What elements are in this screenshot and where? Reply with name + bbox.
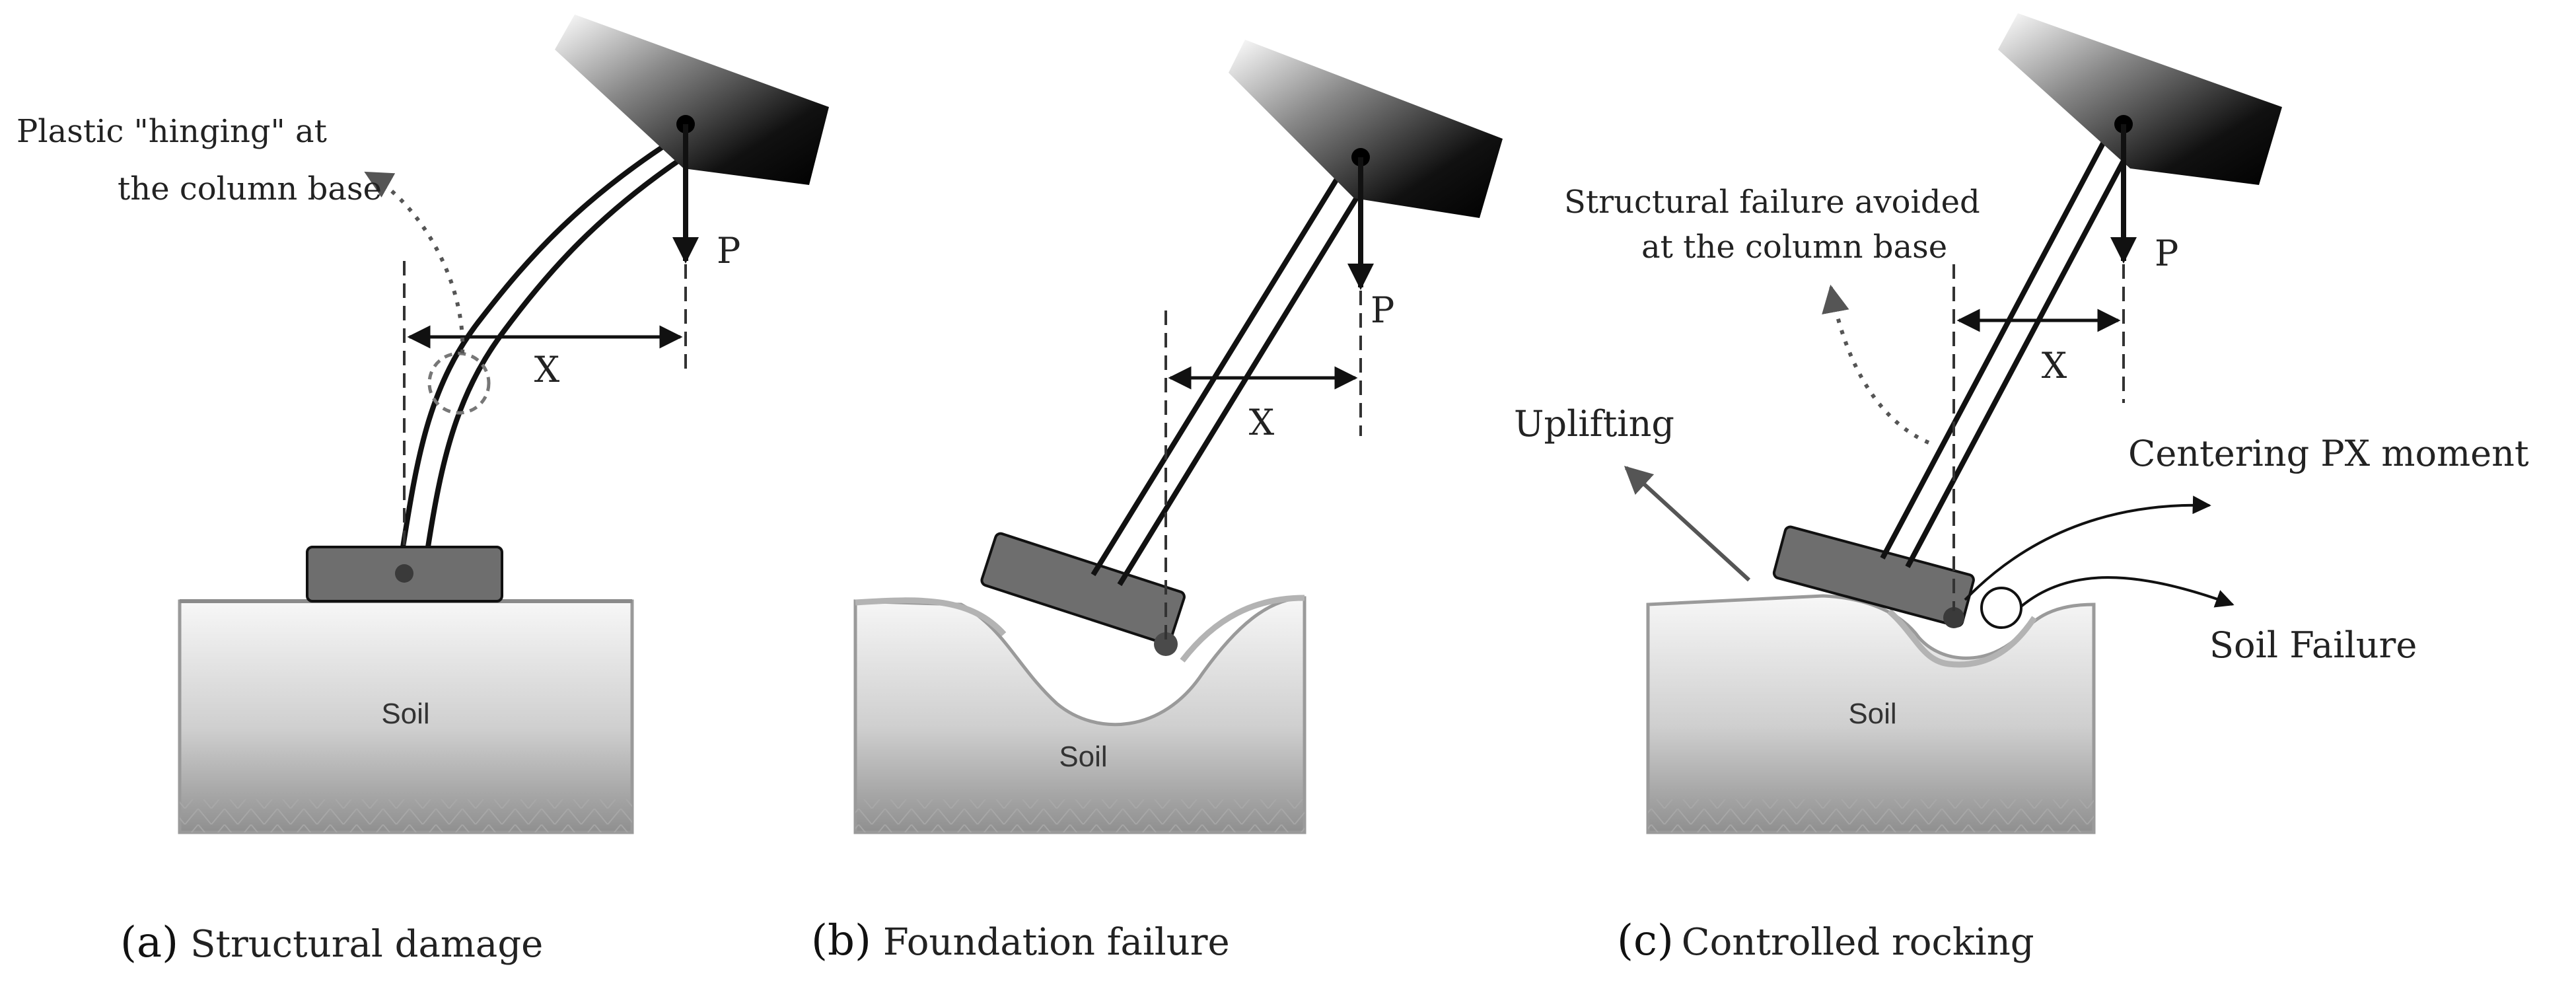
soil-block (178, 599, 634, 834)
centering-moment-arrow (1964, 495, 2211, 601)
soil-label: Soil (1059, 741, 1107, 773)
load-label: P (2155, 233, 2178, 274)
caption-letter: (c) (1617, 916, 1674, 965)
panel-b: Soil P X (b) Foundation failure (811, 40, 1503, 965)
column (1091, 160, 1373, 587)
caption-b: (b) Foundation failure (811, 916, 1230, 965)
deck (1229, 40, 1503, 218)
column (1880, 141, 2131, 568)
panel-a: Soil P X Plastic "hinging" at the column… (17, 15, 829, 967)
centering-moment-label: Centering PX moment (2128, 433, 2529, 474)
avoided-annotation-line2: at the column base (1641, 229, 1947, 266)
caption-a: (a) Structural damage (120, 918, 543, 967)
caption-c: (c) Controlled rocking (1617, 916, 2034, 965)
caption-text: Foundation failure (883, 921, 1230, 964)
footing (1772, 525, 1975, 628)
soil-block (853, 595, 1306, 834)
caption-letter: (a) (120, 918, 178, 967)
deck (555, 15, 829, 185)
plastic-hinge-marker (427, 351, 491, 415)
hinge-annotation-line1: Plastic "hinging" at (17, 113, 327, 150)
caption-text: Controlled rocking (1682, 921, 2034, 964)
arm-label: X (2042, 345, 2067, 386)
soil-failure-arrow (2020, 576, 2235, 608)
bent-column (400, 133, 696, 548)
hinge-dotted-arrow (364, 171, 465, 354)
avoided-failure-dotted-arrow (1822, 284, 1930, 445)
uplifting-arrow (1624, 466, 1751, 582)
arm-label: X (1249, 402, 1275, 443)
load-label: P (1371, 289, 1394, 331)
soil-label: Soil (381, 698, 429, 730)
uplifting-label: Uplifting (1514, 403, 1674, 445)
footing (980, 532, 1186, 645)
footing-pivot (395, 564, 413, 583)
footing-pivot (1943, 607, 1964, 628)
footing-pivot (1154, 632, 1178, 656)
caption-text: Structural damage (190, 923, 543, 966)
soil-label: Soil (1848, 698, 1896, 730)
avoided-annotation-line1: Structural failure avoided (1564, 184, 1980, 221)
load-label: P (717, 230, 740, 272)
hinge-annotation-line2: the column base (118, 170, 382, 207)
soil-block (1646, 594, 2096, 834)
arm-label: X (534, 349, 560, 390)
soil-failure-zone (1980, 587, 2022, 629)
soil-failure-label: Soil Failure (2209, 624, 2417, 666)
caption-letter: (b) (811, 916, 871, 965)
panel-c: Soil P X Structural f (1514, 13, 2529, 965)
deck (1998, 13, 2282, 185)
